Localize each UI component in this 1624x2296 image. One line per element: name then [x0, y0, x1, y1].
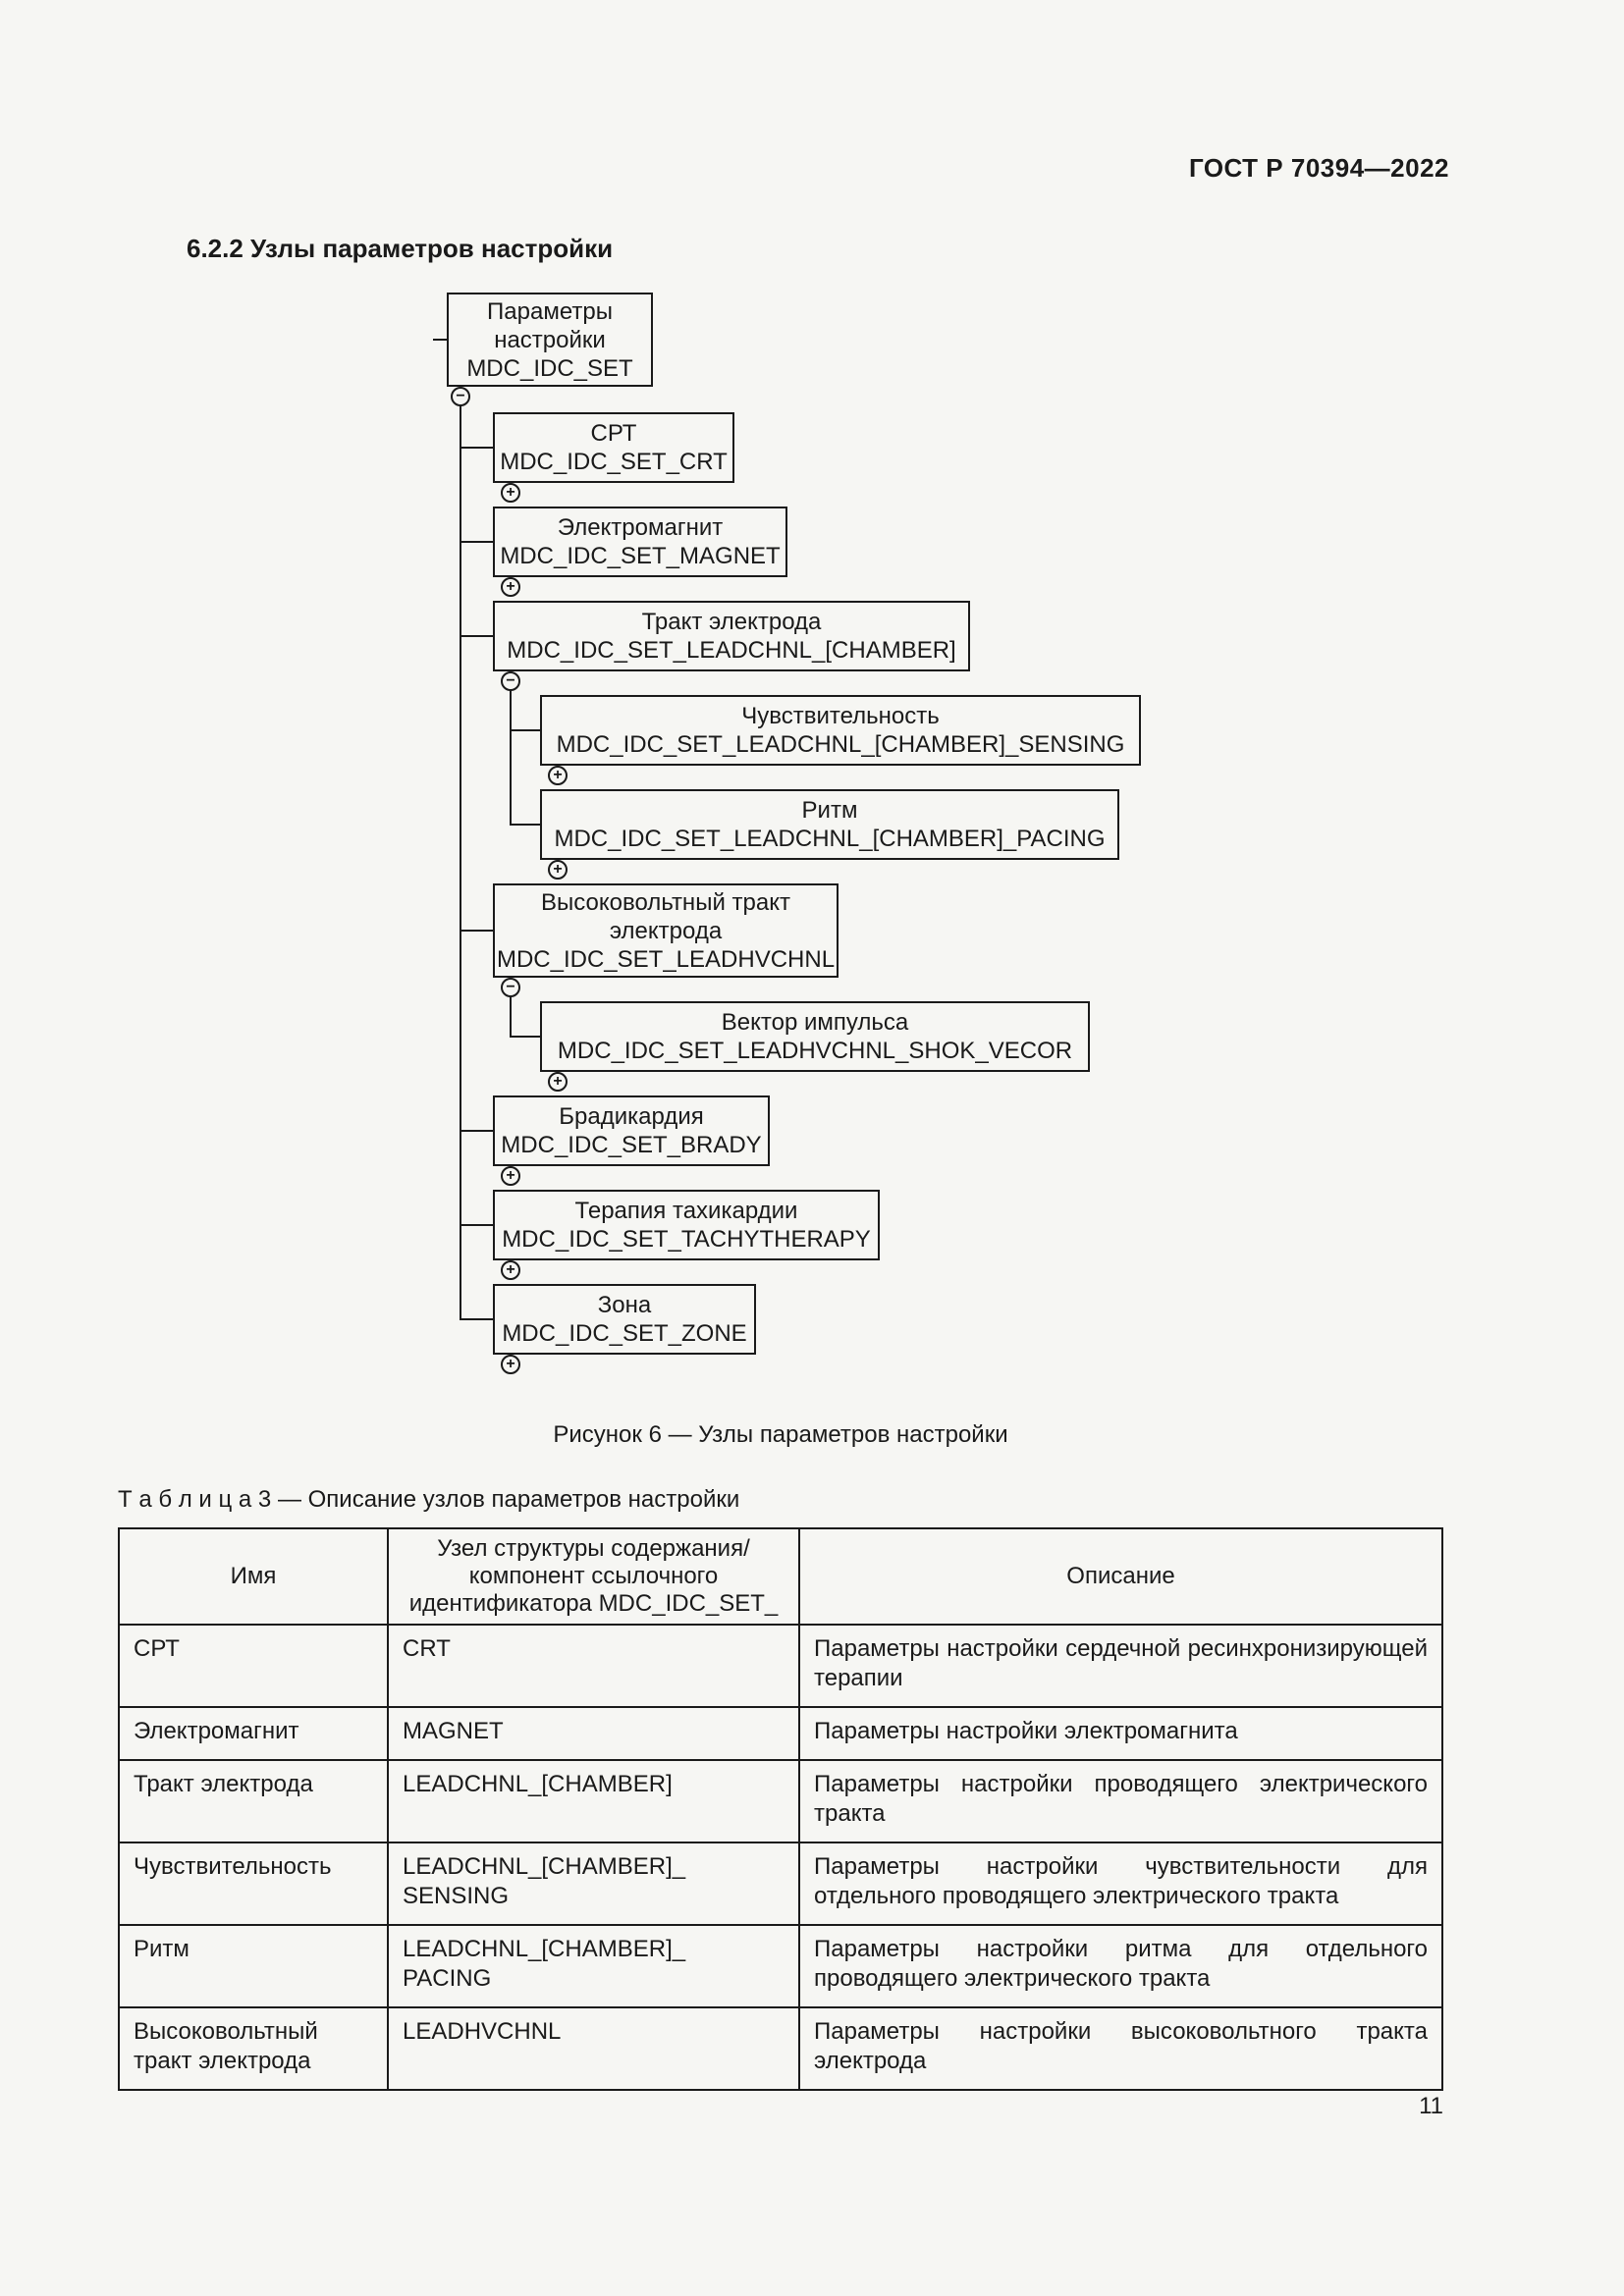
tree-node-title: Терапия тахикардии [574, 1198, 798, 1224]
tree-node-title: СРТ [590, 420, 637, 447]
table-row: СРТ CRT Параметры настройки сердечной ре… [118, 1624, 1443, 1708]
expand-icon: + [548, 860, 568, 880]
tree-node-title: Ритм [801, 797, 858, 824]
column-header-description: Описание [798, 1527, 1443, 1626]
expand-icon: + [548, 766, 568, 785]
connector-line [510, 729, 540, 731]
nodes-table-wrapper: Имя Узел структуры содержания/ компонент… [118, 1527, 1443, 2091]
connector-line [460, 635, 493, 637]
collapse-icon: − [501, 671, 520, 691]
cell-description: Параметры настройки проводящего электрич… [798, 1759, 1443, 1843]
tree-node-title: Высоковольтный тракт электрода [541, 888, 790, 944]
connector-line [460, 541, 493, 543]
collapse-icon: − [451, 387, 470, 406]
tree-node-title: Электромагнит [557, 514, 724, 541]
tree-node-code: MDC_IDC_SET_LEADCHNL_[CHAMBER] [507, 637, 956, 664]
connector-line [460, 447, 493, 449]
connector-line [433, 339, 447, 341]
cell-name: Ритм [118, 1924, 389, 2008]
connector-line [460, 1318, 493, 1320]
table-row: Тракт электрода LEADCHNL_[CHAMBER] Парам… [118, 1759, 1443, 1843]
connector-line [510, 995, 512, 1038]
expand-icon: + [501, 1260, 520, 1280]
table-row: Электромагнит MAGNET Параметры настройки… [118, 1706, 1443, 1761]
cell-node: MAGNET [387, 1706, 800, 1761]
connector-line [460, 404, 461, 1320]
tree-node-code: MDC_IDC_SET_MAGNET [500, 543, 781, 569]
tree-node-title: Зона [597, 1292, 652, 1318]
tree-node-pacing: Ритм MDC_IDC_SET_LEADCHNL_[CHAMBER]_PACI… [540, 789, 1119, 860]
figure-caption: Рисунок 6 — Узлы параметров настройки [553, 1421, 1008, 1448]
cell-node: LEADCHNL_[CHAMBER]_ PACING [387, 1924, 800, 2008]
expand-icon: + [501, 1355, 520, 1374]
cell-description: Параметры настройки ритма для отдельного… [798, 1924, 1443, 2008]
tree-node-title: Параметры настройки [487, 297, 613, 353]
tree-node-code: MDC_IDC_SET_TACHYTHERAPY [502, 1226, 871, 1253]
tree-node-crt: СРТ MDC_IDC_SET_CRT [493, 412, 734, 483]
table-header-row: Имя Узел структуры содержания/ компонент… [118, 1527, 1443, 1626]
tree-node-code: MDC_IDC_SET_LEADCHNL_[CHAMBER]_PACING [554, 826, 1106, 852]
cell-description: Параметры настройки высоковольтного трак… [798, 2006, 1443, 2091]
cell-name: Электромагнит [118, 1706, 389, 1761]
tree-node-leadchnl: Тракт электрода MDC_IDC_SET_LEADCHNL_[CH… [493, 601, 970, 671]
tree-node-code: MDC_IDC_SET_ZONE [502, 1320, 747, 1347]
cell-node: LEADHVCHNL [387, 2006, 800, 2091]
page-number: 11 [1419, 2093, 1443, 2119]
expand-icon: + [501, 483, 520, 503]
tree-node-root: Параметры настройки MDC_IDC_SET [447, 293, 653, 387]
tree-node-code: MDC_IDC_SET_BRADY [501, 1132, 762, 1158]
cell-name: Чувствительность [118, 1842, 389, 1926]
expand-icon: + [501, 1166, 520, 1186]
column-header-name: Имя [118, 1527, 389, 1626]
table-row: Чувствительность LEADCHNL_[CHAMBER]_ SEN… [118, 1842, 1443, 1926]
cell-description: Параметры настройки чувствительности для… [798, 1842, 1443, 1926]
nodes-table: Имя Узел структуры содержания/ компонент… [118, 1527, 1443, 2091]
cell-description: Параметры настройки сердечной ресинхрони… [798, 1624, 1443, 1708]
cell-node: LEADCHNL_[CHAMBER]_ SENSING [387, 1842, 800, 1926]
tree-node-title: Тракт электрода [641, 609, 822, 635]
tree-node-tachytherapy: Терапия тахикардии MDC_IDC_SET_TACHYTHER… [493, 1190, 880, 1260]
section-heading: 6.2.2 Узлы параметров настройки [187, 234, 614, 263]
tree-node-brady: Брадикардия MDC_IDC_SET_BRADY [493, 1095, 770, 1166]
cell-name: Высоковольтный тракт электрода [118, 2006, 389, 2091]
cell-name: СРТ [118, 1624, 389, 1708]
column-header-node: Узел структуры содержания/ компонент ссы… [387, 1527, 800, 1626]
tree-node-code: MDC_IDC_SET_LEADHVCHNL_SHOK_VECOR [557, 1038, 1073, 1064]
tree-node-magnet: Электромагнит MDC_IDC_SET_MAGNET [493, 507, 787, 577]
connector-line [460, 930, 493, 932]
tree-node-code: MDC_IDC_SET_LEADHVCHNL [496, 945, 836, 973]
collapse-icon: − [501, 978, 520, 997]
table-row: Высоковольтный тракт электрода LEADHVCHN… [118, 2006, 1443, 2091]
tree-node-title: Чувствительность [741, 703, 940, 729]
connector-line [510, 689, 512, 826]
table-row: Ритм LEADCHNL_[CHAMBER]_ PACING Параметр… [118, 1924, 1443, 2008]
expand-icon: + [501, 577, 520, 597]
tree-node-shok-vecor: Вектор импульса MDC_IDC_SET_LEADHVCHNL_S… [540, 1001, 1090, 1072]
cell-name: Тракт электрода [118, 1759, 389, 1843]
cell-node: LEADCHNL_[CHAMBER] [387, 1759, 800, 1843]
table-caption: Т а б л и ц а 3 — Описание узлов парамет… [118, 1486, 740, 1513]
tree-node-leadhvchnl: Высоковольтный тракт электрода MDC_IDC_S… [493, 883, 839, 978]
tree-node-title: Брадикардия [559, 1103, 704, 1130]
tree-node-code: MDC_IDC_SET_LEADCHNL_[CHAMBER]_SENSING [556, 731, 1125, 758]
tree-node-code: MDC_IDC_SET_CRT [500, 449, 728, 475]
connector-line [510, 824, 540, 826]
cell-description: Параметры настройки электромагнита [798, 1706, 1443, 1761]
cell-node: CRT [387, 1624, 800, 1708]
connector-line [460, 1130, 493, 1132]
tree-node-zone: Зона MDC_IDC_SET_ZONE [493, 1284, 756, 1355]
doc-number: ГОСТ Р 70394—2022 [1188, 153, 1449, 183]
tree-node-code: MDC_IDC_SET [466, 354, 633, 382]
expand-icon: + [548, 1072, 568, 1092]
tree-node-sensing: Чувствительность MDC_IDC_SET_LEADCHNL_[C… [540, 695, 1141, 766]
tree-node-title: Вектор импульса [721, 1009, 909, 1036]
connector-line [510, 1036, 540, 1038]
connector-line [460, 1224, 493, 1226]
